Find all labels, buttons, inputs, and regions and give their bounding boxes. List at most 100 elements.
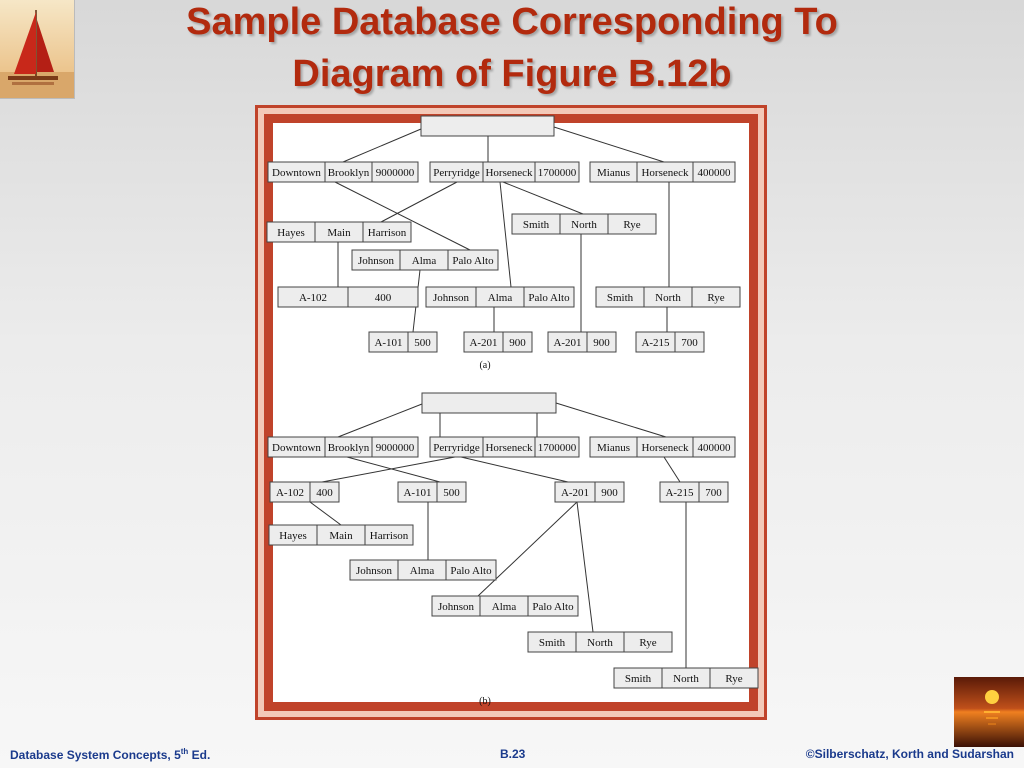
record-cell-text: A-102 [276, 487, 304, 499]
record-cell-text: 400000 [698, 167, 732, 179]
record-node-b-root [421, 392, 557, 414]
record-cell-text: Horseneck [485, 442, 533, 454]
record-cell-text: Horseneck [641, 442, 689, 454]
record-cell-text: Main [329, 530, 353, 542]
tree-edge [576, 501, 594, 633]
tree-edge [334, 181, 471, 251]
record-cell [447, 249, 499, 271]
record-cell [607, 213, 657, 235]
record-cell [527, 595, 579, 617]
record-cell-text: Main [327, 227, 351, 239]
tree-edge [553, 126, 665, 163]
record-cell-text: 1700000 [538, 167, 577, 179]
record-cell-text: 400 [316, 487, 333, 499]
record-cell-text: A-101 [403, 487, 431, 499]
record-cell-text: Harrison [370, 530, 409, 542]
record-cell-text: Smith [625, 673, 652, 685]
record-cell-text: A-101 [374, 337, 402, 349]
record-node-a-mianus: Mianus Horseneck 400000 [589, 161, 736, 183]
record-cell-text: Brooklyn [328, 442, 370, 454]
record-cell-text: Rye [623, 219, 640, 231]
record-cell-text: Hayes [279, 530, 307, 542]
record-node-a-a102: A-102 400 [277, 286, 419, 308]
record-cell-text: 700 [681, 337, 698, 349]
record-cell-text: A-102 [299, 292, 327, 304]
record-cell [364, 524, 414, 546]
record-cell-text: 400 [375, 292, 392, 304]
record-cell-text: Horseneck [641, 167, 689, 179]
record-cell-text: 900 [509, 337, 526, 349]
footer-book-title: Database System Concepts, 5th Ed. [10, 747, 211, 762]
record-cell-text: Johnson [438, 601, 475, 613]
record-cell-text: 900 [593, 337, 610, 349]
record-node-a-a101: A-101 500 [368, 331, 438, 353]
record-cell [523, 286, 575, 308]
footer-page-number: B.23 [500, 747, 526, 761]
record-cell-text: Palo Alto [528, 292, 570, 304]
record-cell-text: North [673, 673, 699, 685]
record-cell-text: A-201 [561, 487, 589, 499]
record-cell [674, 331, 705, 353]
caption-b: (b) [479, 696, 491, 707]
record-cell-text: Rye [725, 673, 742, 685]
tree-edge [477, 501, 578, 597]
record-cell [691, 286, 741, 308]
record-cell [445, 559, 497, 581]
tree-edge [321, 456, 456, 483]
record-cell-text: Smith [607, 292, 634, 304]
record-cell-text: 900 [601, 487, 618, 499]
record-cell [362, 221, 412, 243]
record-cell-text: Mianus [597, 442, 630, 454]
record-cell [347, 286, 419, 308]
record-cell-text: Mianus [597, 167, 630, 179]
record-cell-text: Alma [488, 292, 513, 304]
record-cell-text: Smith [523, 219, 550, 231]
record-cell [692, 161, 736, 183]
record-cell-text: A-201 [469, 337, 497, 349]
tree-edges [309, 126, 687, 668]
sunset-image [954, 677, 1024, 747]
tree-edge [499, 181, 512, 288]
record-cell-text: Johnson [356, 565, 393, 577]
record-cell-text: Palo Alto [450, 565, 492, 577]
record-cell-text: Rye [707, 292, 724, 304]
record-cell-text: North [655, 292, 681, 304]
record-cell-text: Horseneck [485, 167, 533, 179]
record-cell-text: Palo Alto [452, 255, 494, 267]
caption-a: (a) [479, 360, 490, 371]
record-cell [309, 481, 340, 503]
record-cell [436, 481, 467, 503]
slide-title-line1: Sample Database Corresponding To [186, 1, 838, 43]
record-cell-text: Rye [639, 637, 656, 649]
tree-edge [309, 501, 342, 526]
record-cell [420, 115, 555, 137]
record-cell-text: North [587, 637, 613, 649]
record-cell-text: Alma [492, 601, 517, 613]
record-cell-text: 500 [414, 337, 431, 349]
record-cell-text: Harrison [368, 227, 407, 239]
record-cell-text: North [571, 219, 597, 231]
record-cell [709, 667, 759, 689]
record-cell [371, 161, 419, 183]
tree-edge [502, 181, 584, 215]
tree-edge [342, 128, 422, 163]
record-cell [623, 631, 673, 653]
record-node-a-smith2: Smith North Rye [595, 286, 741, 308]
tree-edge [346, 456, 441, 483]
record-cell [407, 331, 438, 353]
record-cell-text: Johnson [358, 255, 395, 267]
record-cell [534, 436, 580, 458]
record-cell-text: 9000000 [376, 442, 415, 454]
record-cell [586, 331, 617, 353]
